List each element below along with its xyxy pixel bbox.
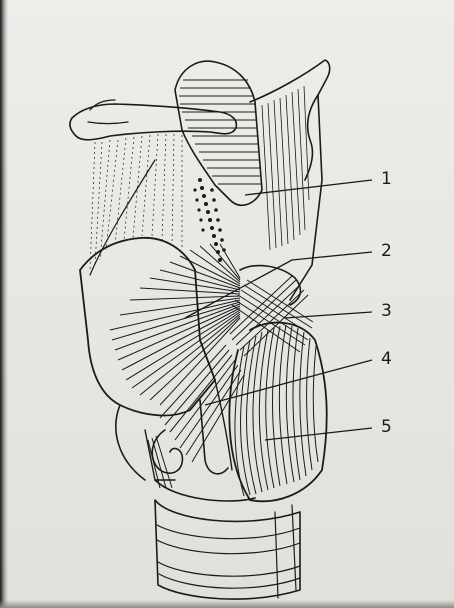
callout-label-3: 3: [381, 303, 392, 320]
fan-muscle-fibers: [110, 244, 240, 405]
page-bottom-shadow: [0, 600, 454, 608]
callout-label-5: 5: [381, 419, 392, 436]
large-muscle-fibers: [235, 325, 318, 496]
callout-label-4: 4: [381, 351, 392, 368]
callout-label-2: 2: [381, 243, 392, 260]
leader-line-2b: [292, 252, 372, 260]
callout-label-1: 1: [381, 171, 392, 188]
trachea-rings: [155, 500, 300, 599]
